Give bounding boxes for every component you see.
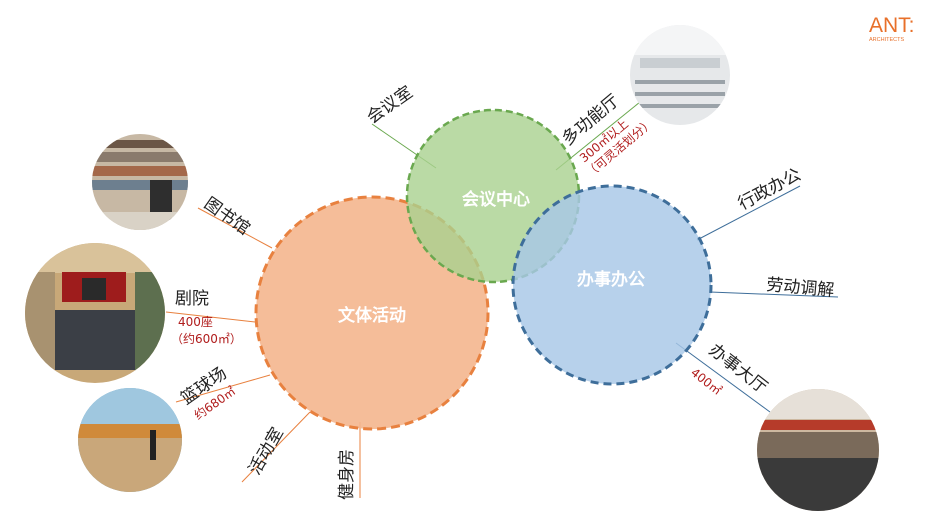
service-hall-area: 400㎡ xyxy=(688,365,724,398)
culture-sports-label: 文体活动 xyxy=(338,305,406,326)
library-photo xyxy=(92,134,188,230)
office-circle xyxy=(511,184,713,386)
logo-subtitle: ARCHITECTS xyxy=(869,37,904,43)
gym-label: 健身房 xyxy=(337,449,357,500)
line-library xyxy=(197,207,273,249)
conference-photo xyxy=(630,25,730,125)
meeting-center-label: 会议中心 xyxy=(462,189,530,210)
theater-area: （约600㎡） xyxy=(171,331,242,346)
line-admin-office xyxy=(696,185,801,241)
theater-label: 剧院 xyxy=(175,289,209,309)
labor-mediation-label: 劳动调解 xyxy=(766,275,835,301)
service-hall-photo xyxy=(757,389,879,511)
line-labor-mediation xyxy=(709,291,839,298)
line-theater xyxy=(165,311,256,323)
logo: ANT: xyxy=(869,14,915,37)
line-service-hall xyxy=(675,342,771,413)
culture-sports-circle xyxy=(254,195,490,431)
line-basketball xyxy=(175,374,271,403)
basketball-court-photo xyxy=(78,388,182,492)
activity-room-label: 活动室 xyxy=(245,424,288,478)
theater-photo xyxy=(25,243,165,383)
office-label: 办事办公 xyxy=(577,269,645,290)
meeting-room-label: 会议室 xyxy=(363,82,416,128)
theater-seats: 400座 xyxy=(178,314,213,329)
line-activity-room xyxy=(241,411,311,483)
library-label: 图书馆 xyxy=(200,194,253,240)
